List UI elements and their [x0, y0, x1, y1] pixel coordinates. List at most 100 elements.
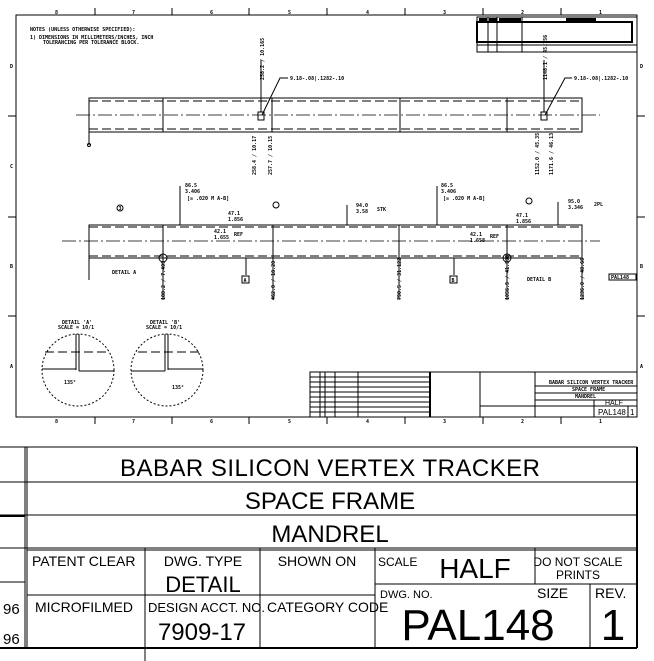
tolerance-frame: [◎ .020 M A-B] — [443, 196, 485, 202]
drawing-text: 135° — [172, 385, 184, 391]
zone-label: 3 — [443, 10, 446, 16]
dim-label: 1.856 — [228, 217, 243, 223]
zone-label: 1 — [599, 10, 602, 16]
drawing-text: SPACE FRAME — [572, 387, 605, 393]
title-line-1: BABAR SILICON VERTEX TRACKER — [120, 455, 540, 482]
date-fragment: 96 — [3, 601, 20, 618]
dim-label: STK — [377, 207, 386, 213]
dim-label: 42.1 — [214, 229, 226, 235]
rev-value: 1 — [601, 601, 625, 650]
patent-clear-label: PATENT CLEAR — [32, 553, 135, 569]
detail-b-view: DETAIL 'B' SCALE = 10/1 135° — [130, 320, 204, 407]
detail-a-view: DETAIL 'A' SCALE = 10/1 135° — [41, 320, 115, 407]
drawing-text: 3 — [119, 206, 122, 212]
dwg-no-value: PAL148 — [401, 601, 554, 650]
design-acct-value: 7909-17 — [158, 619, 246, 646]
category-code-label: CATEGORY CODE — [267, 599, 388, 615]
dim-label: 790.5 / 31.122 — [397, 258, 403, 300]
drawing-text: SCALE = 10/1 — [58, 325, 94, 331]
dwg-no-label: DWG. NO. — [380, 589, 433, 601]
zone-label: 7 — [132, 419, 135, 425]
dwg-type-value: DETAIL — [165, 572, 240, 597]
ref-label: REF — [234, 232, 243, 238]
dim-label: 2PL — [594, 202, 603, 208]
dim-label: 86.5 — [185, 183, 197, 189]
date-fragment: 96 — [3, 631, 20, 648]
mandrel-outline — [88, 97, 583, 133]
note-1-cont: TOLERANCING PER TOLERANCE BLOCK. — [43, 40, 139, 46]
rev-label: REV. — [595, 585, 626, 601]
dwg-type-label: DWG. TYPE — [164, 553, 242, 569]
zone-label: 6 — [210, 10, 213, 16]
title-block: BABAR SILICON VERTEX TRACKER SPACE FRAME… — [0, 446, 638, 661]
dim-label: 3.346 — [568, 205, 583, 211]
zone-label: C — [10, 164, 13, 170]
dim-label: 1148.1 / 45.756 — [543, 35, 549, 80]
design-acct-label: DESIGN ACCT. NO. — [148, 600, 265, 615]
notes-heading: NOTES (UNLESS OTHERWISE SPECIFIED): — [30, 27, 135, 33]
scale-label: SCALE — [378, 555, 417, 569]
detail-a-callout: DETAIL A — [112, 270, 136, 276]
zone-label: 8 — [55, 10, 58, 16]
drawing-text: SCALE = 10/1 — [146, 325, 182, 331]
dim-label: 42.1 — [470, 232, 482, 238]
dim-label: 95.0 — [568, 199, 580, 205]
dim-label: 1171.6 / 46.13 — [549, 133, 555, 175]
dim-label: 3.406 — [185, 189, 200, 195]
zone-label: D — [10, 64, 13, 70]
do-not-scale-label: DO NOT SCALE — [533, 555, 622, 569]
shown-on-label: SHOWN ON — [278, 553, 357, 569]
tolerance-frame: [◎ .020 M A-B] — [187, 196, 229, 202]
dim-label: 47.1 — [228, 211, 240, 217]
zone-label: 5 — [288, 10, 291, 16]
zone-label: 1 — [599, 419, 602, 425]
zone-label: 7 — [132, 10, 135, 16]
datum-b: B — [452, 278, 455, 284]
zone-label: 6 — [210, 419, 213, 425]
dim-label: 1236.0 / 48.66 — [580, 258, 586, 300]
zone-label: B — [640, 264, 643, 270]
hole-callout: 9.18-.08|.1282-.10 — [290, 76, 344, 82]
dim-label: 3.406 — [441, 189, 456, 195]
side-view-mandrel: A B 86.5 3.406 [◎ .020 M A-B] 86.5 3.406… — [62, 183, 637, 300]
zone-markers: 8 7 6 5 4 3 2 1 8 7 6 5 4 3 2 1 D C B A … — [8, 8, 645, 425]
zone-label: A — [10, 364, 13, 370]
hole-callout: 9.18-.08|.1282-.10 — [574, 76, 628, 82]
dim-label: 3.58 — [356, 209, 368, 215]
microfilmed-label: MICROFILMED — [35, 599, 133, 615]
drawing-text: PAL148 — [598, 408, 626, 417]
zone-label: 3 — [443, 419, 446, 425]
zone-label: 4 — [366, 10, 369, 16]
zone-label: 4 — [366, 419, 369, 425]
drawing-text: DETAIL 'B' — [150, 320, 180, 326]
dim-label: 1056.9 / 41.598 — [505, 255, 511, 300]
zone-label: B — [10, 264, 13, 270]
zone-label: D — [640, 64, 643, 70]
drawing-tag: PAL148 — [611, 275, 629, 281]
revision-block — [476, 16, 638, 53]
zone-label: 8 — [55, 419, 58, 425]
title-line-3: MANDREL — [271, 521, 388, 548]
prints-label: PRINTS — [556, 568, 600, 582]
dim-label: 1152.0 / 45.35 — [535, 133, 541, 175]
dim-label: 86.5 — [441, 183, 453, 189]
dim-label: 94.0 — [356, 203, 368, 209]
balloon — [116, 204, 124, 212]
dim-label: 1.856 — [516, 219, 531, 225]
zone-label: 2 — [521, 10, 524, 16]
zone-label: 2 — [521, 419, 524, 425]
mandrel-outline — [88, 224, 583, 259]
dim-label: 47.1 — [516, 213, 528, 219]
ref-label: REF — [490, 234, 499, 240]
mini-title-block: BABAR SILICON VERTEX TRACKER SPACE FRAME… — [309, 371, 638, 418]
drawing-text: BABAR SILICON VERTEX TRACKER — [549, 380, 634, 386]
drawing-text: 135° — [64, 380, 76, 386]
title-line-2: SPACE FRAME — [245, 488, 415, 515]
dim-label: 1.658 — [470, 238, 485, 244]
dim-label: 1.655 — [214, 235, 229, 241]
size-label: SIZE — [537, 585, 568, 601]
top-view-mandrel: 258.2 / 10.165 1148.1 / 45.756 9.18-.08|… — [76, 35, 628, 175]
zone-label: 5 — [288, 419, 291, 425]
drawing-text: DETAIL 'A' — [62, 320, 92, 326]
